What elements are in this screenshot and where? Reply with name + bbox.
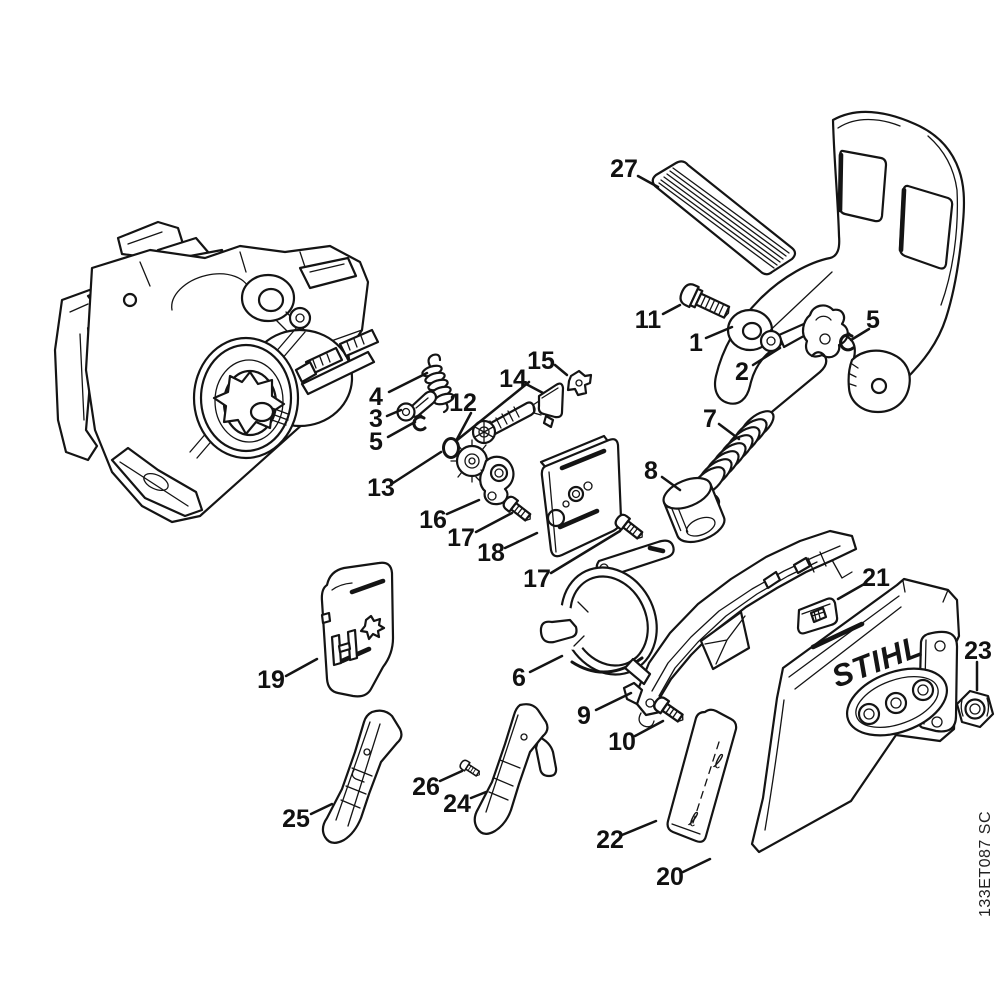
callout-leader-3 <box>385 408 403 418</box>
part-5-eclip-right <box>839 332 855 352</box>
part-14-bracket <box>532 382 565 429</box>
part-1-hand-guard <box>713 110 966 414</box>
callout-label-5: 5 <box>866 306 880 334</box>
part-18-guide-plate <box>539 434 623 558</box>
callout-label-20: 20 <box>656 863 684 891</box>
callout-leader-25 <box>309 802 334 816</box>
callout-label-19: 19 <box>257 666 285 694</box>
part-20-sprocket-cover: STIHL <box>750 577 961 854</box>
callout-label-8: 8 <box>644 457 658 485</box>
callout-label-16: 16 <box>419 506 447 534</box>
callout-label-25: 25 <box>282 805 310 833</box>
callout-label-14: 14 <box>499 365 527 393</box>
callout-leader-5 <box>386 420 417 439</box>
part-25-trim-strip <box>321 709 403 844</box>
callout-leader-15 <box>553 363 569 377</box>
callout-leader-22 <box>620 819 658 837</box>
callout-label-23: 23 <box>964 637 992 665</box>
callout-label-21: 21 <box>862 564 890 592</box>
callout-label-24: 24 <box>443 790 471 818</box>
callout-leader-12 <box>454 380 531 443</box>
part-13-oring <box>442 437 460 459</box>
callout-leader-17 <box>474 511 514 534</box>
part-5-eclip-left <box>412 414 427 432</box>
callout-leader-16 <box>445 498 481 516</box>
callout-label-2: 2 <box>735 358 749 386</box>
callout-label-6: 6 <box>512 664 526 692</box>
part-23-nut <box>955 689 995 729</box>
part-17-screw-a <box>502 495 532 522</box>
part-27-grip-pad <box>651 160 797 276</box>
part-10-screw <box>653 696 684 723</box>
watermark: 133ET087 SC <box>977 811 994 917</box>
callout-label-5: 5 <box>369 428 383 456</box>
callout-label-9: 9 <box>577 702 591 730</box>
part-9-brake-housing <box>622 529 858 728</box>
callout-label-17: 17 <box>447 524 475 552</box>
callout-leader-26 <box>438 769 464 783</box>
callout-label-15: 15 <box>527 347 555 375</box>
callout-leader-10 <box>633 719 665 738</box>
callout-leader-2 <box>751 346 782 367</box>
callout-leader-20 <box>681 857 712 874</box>
callout-leader-5 <box>849 327 871 342</box>
callout-label-27: 27 <box>610 155 638 183</box>
part-19-guard-plate <box>320 561 395 698</box>
part-12-tensioner-screw <box>471 401 536 445</box>
callout-leader-11 <box>661 303 682 316</box>
engine-assembly <box>53 220 380 524</box>
callout-leader-19 <box>284 657 319 678</box>
part-11-screw <box>679 283 731 319</box>
part-21-latch-plate <box>796 597 839 635</box>
callout-leader-4 <box>387 371 429 394</box>
callout-leader-27 <box>636 174 660 189</box>
callout-label-12: 12 <box>449 389 477 417</box>
part-2-lever <box>759 304 849 359</box>
callout-label-13: 13 <box>367 474 395 502</box>
callout-leader-13 <box>391 450 443 485</box>
callout-leader-6 <box>528 654 564 674</box>
callout-label-17: 17 <box>523 565 551 593</box>
callout-label-11: 11 <box>635 306 662 334</box>
callout-label-3: 3 <box>369 405 383 433</box>
callout-label-4: 4 <box>369 383 383 411</box>
callout-leader-21 <box>836 581 868 601</box>
callout-leader-17 <box>549 529 622 575</box>
callout-label-18: 18 <box>477 539 505 567</box>
callout-label-1: 1 <box>689 329 703 357</box>
callout-leader-18 <box>503 531 539 550</box>
part-3-link <box>396 390 438 422</box>
callout-leader-24 <box>469 790 488 800</box>
callout-leader-14 <box>524 382 545 395</box>
part-17-screw-b <box>614 513 644 540</box>
part-24-trim-strip <box>473 703 558 835</box>
callout-leader-1 <box>704 325 734 340</box>
part-26-screw <box>459 759 481 777</box>
callout-leader-7 <box>717 422 741 441</box>
callout-label-22: 22 <box>596 826 624 854</box>
callout-label-10: 10 <box>608 728 636 756</box>
callout-label-26: 26 <box>412 773 440 801</box>
callout-leader-8 <box>660 475 682 492</box>
part-15-clip <box>566 369 593 397</box>
callout-label-7: 7 <box>703 405 717 433</box>
part-22-cover-strip <box>666 708 738 843</box>
callout-leader-9 <box>594 691 633 712</box>
